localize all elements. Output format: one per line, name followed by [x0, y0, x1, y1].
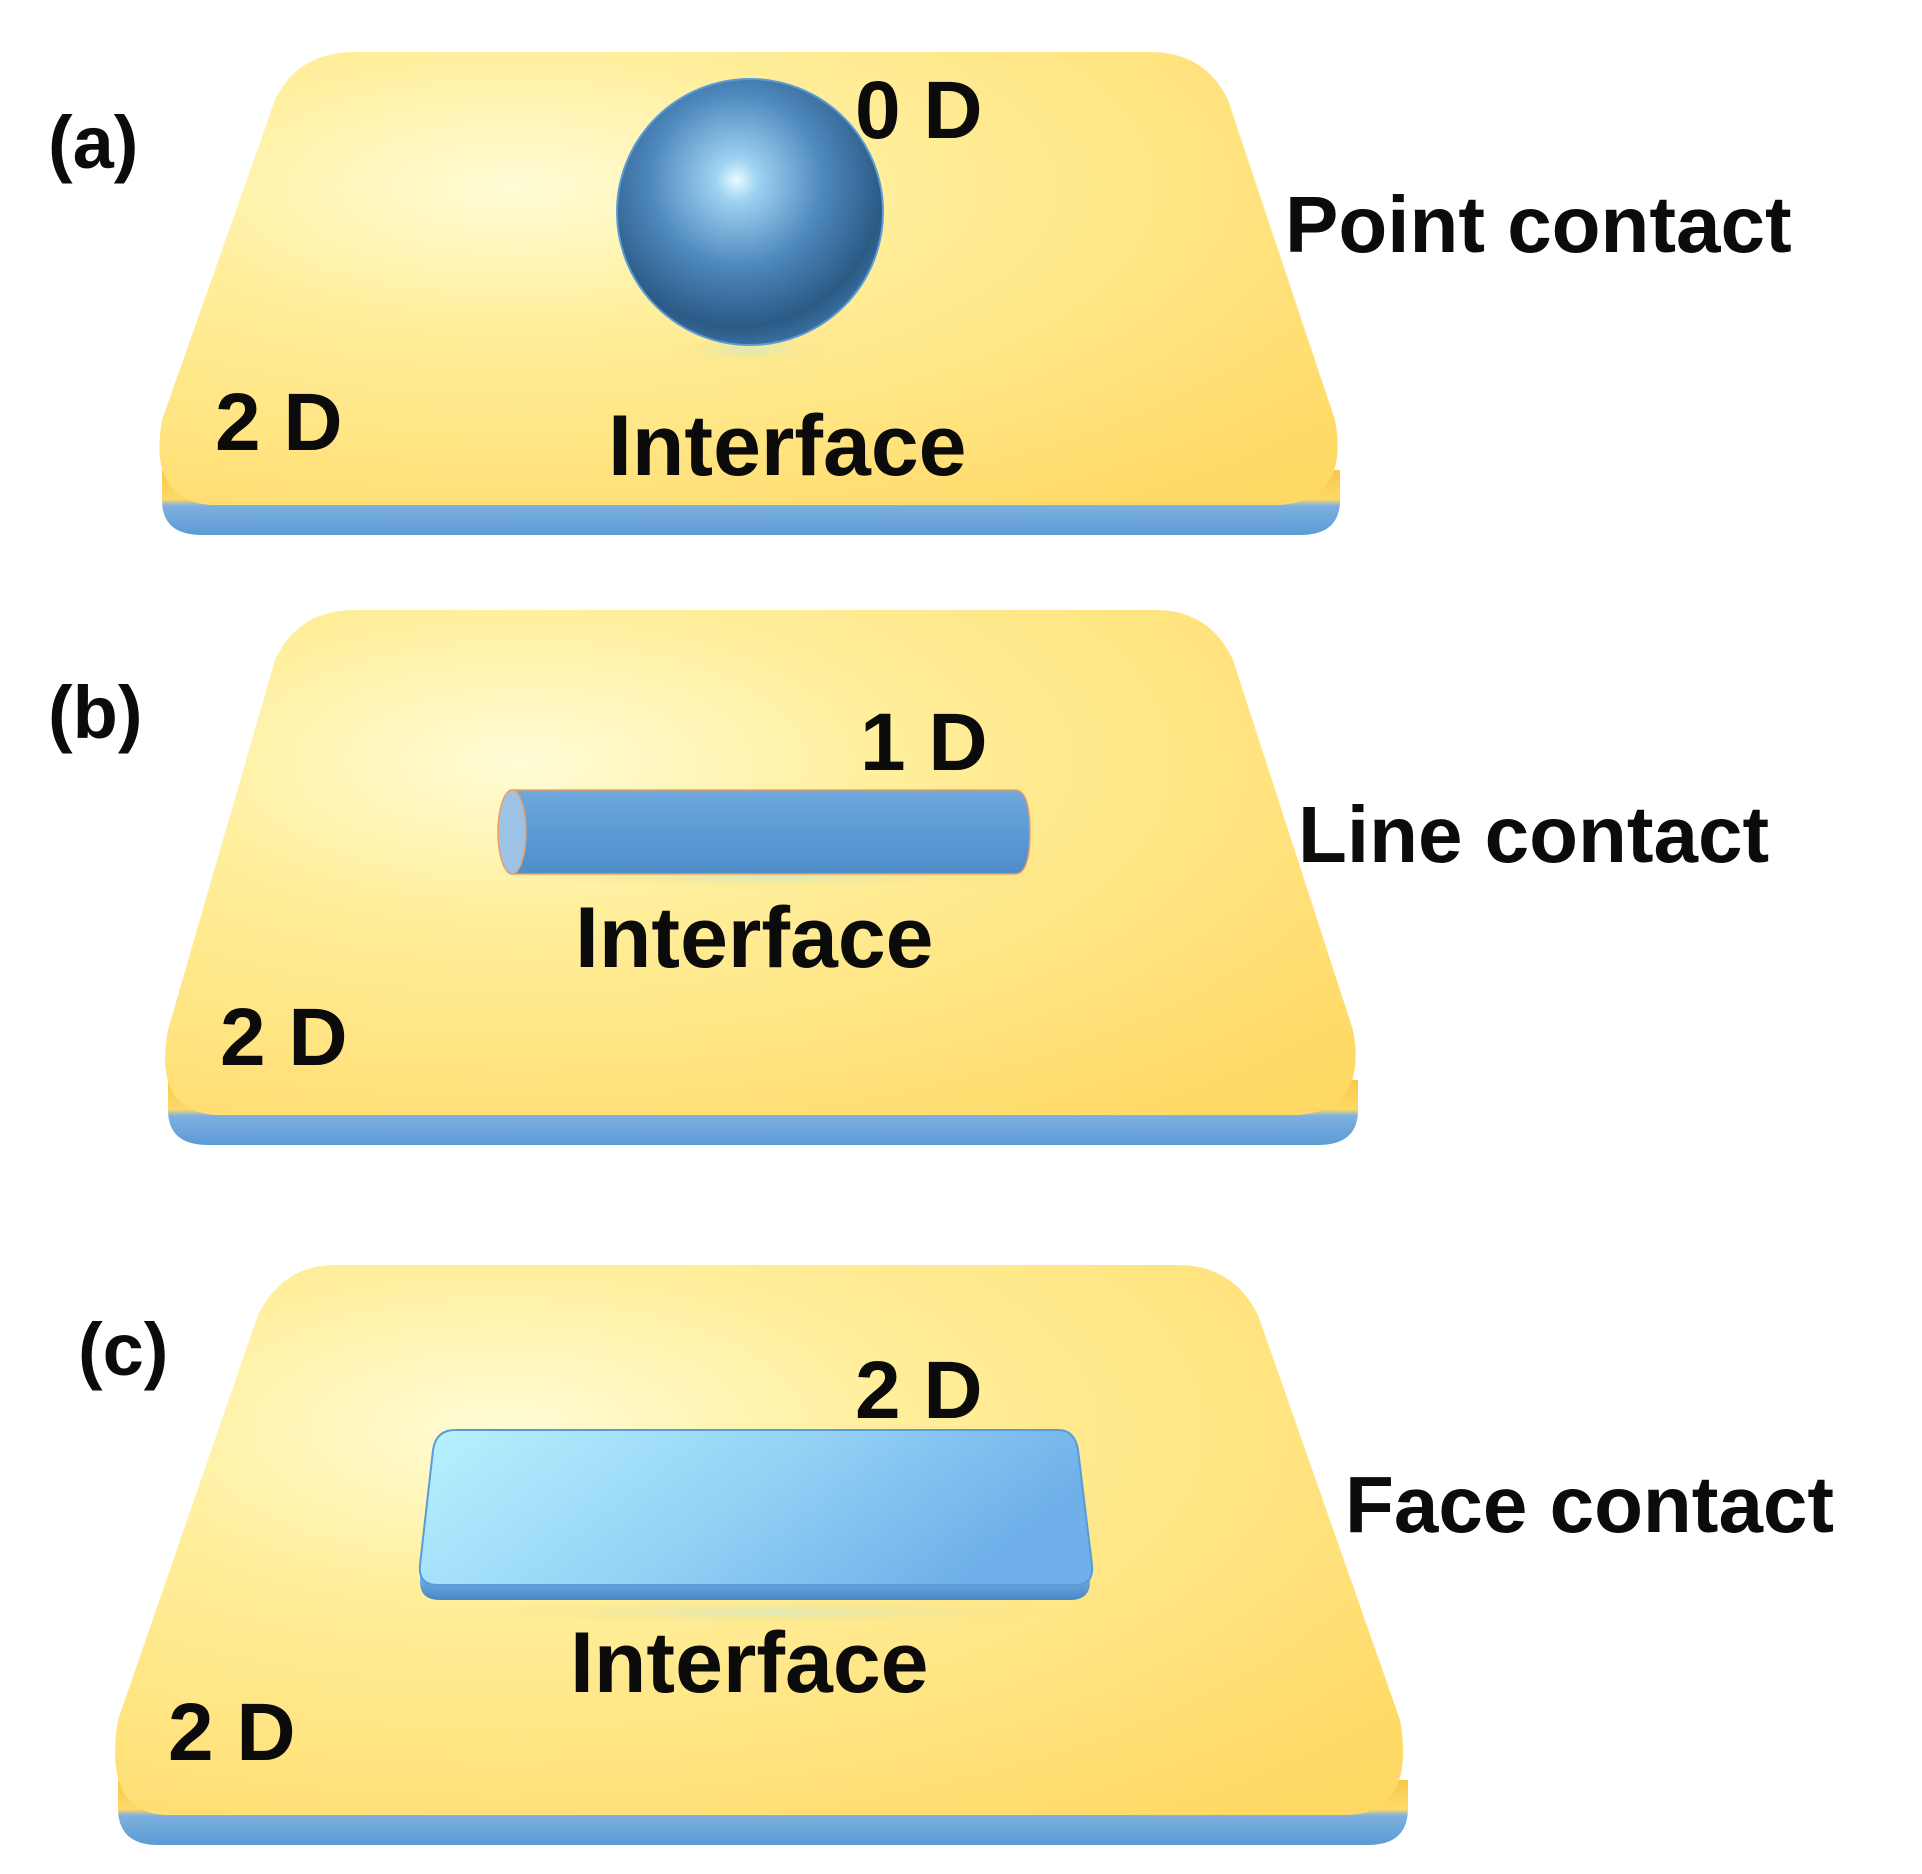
panel-letter: (c): [78, 1308, 168, 1391]
contact-type-label: Point contact: [1285, 180, 1792, 269]
cylinder-icon: [497, 789, 1031, 875]
interface-shadow: [665, 336, 835, 364]
contact-type-label: Face contact: [1345, 1460, 1834, 1549]
object-dimension-label: 1 D: [860, 697, 988, 788]
slab-icon: [418, 1429, 1094, 1600]
substrate-dimension-label: 2 D: [220, 992, 348, 1083]
interface-shadow: [432, 1600, 1112, 1624]
interface-label: Interface: [575, 890, 934, 986]
object-dimension-label: 0 D: [855, 65, 983, 156]
object-dimension-label: 2 D: [855, 1345, 983, 1436]
interface-label: Interface: [570, 1615, 929, 1711]
panel-a: (a) 0 D 2 D Interface Point contact: [48, 52, 1792, 535]
panel-letter: (a): [48, 101, 138, 184]
substrate-dimension-label: 2 D: [215, 377, 343, 468]
sphere-icon: [616, 78, 884, 346]
interface-label: Interface: [608, 398, 967, 494]
substrate-dimension-label: 2 D: [168, 1687, 296, 1778]
panel-c: (c) 2 D 2 D Interface Face contact: [78, 1265, 1834, 1845]
contact-type-label: Line contact: [1298, 790, 1769, 879]
panel-letter: (b): [48, 671, 143, 754]
panel-b: (b) 1 D 2 D Interface Line contact: [48, 610, 1769, 1145]
